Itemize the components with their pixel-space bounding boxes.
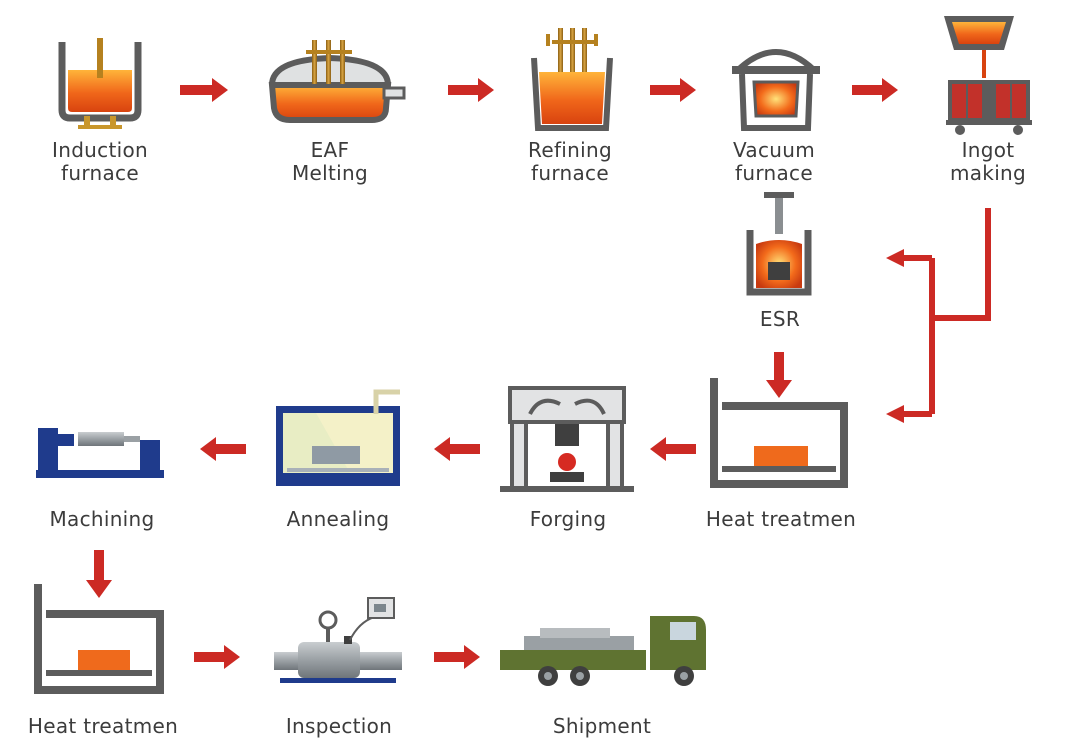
label-heat-treatment-1: Heat treatmen bbox=[696, 508, 866, 531]
annealing-tank-icon bbox=[276, 389, 400, 486]
label-refining-furnace: Refining furnace bbox=[510, 139, 630, 185]
refining-furnace-icon bbox=[531, 28, 613, 131]
label-forging: Forging bbox=[506, 508, 630, 531]
label-line: Machining bbox=[49, 507, 155, 531]
flow-arrow bbox=[766, 352, 792, 398]
ingot-mold-icon bbox=[944, 16, 1032, 135]
flow-arrow bbox=[886, 249, 904, 267]
label-line: Vacuum bbox=[732, 138, 815, 162]
label-line: Inspection bbox=[285, 714, 393, 738]
label-vacuum-furnace: Vacuum furnace bbox=[714, 139, 834, 185]
eaf-furnace-icon bbox=[268, 40, 406, 123]
flow-arrow bbox=[434, 645, 480, 669]
label-line: Shipment bbox=[552, 714, 652, 738]
label-line: Forging bbox=[529, 507, 607, 531]
label-line: Melting bbox=[292, 161, 368, 185]
label-heat-treatment-2: Heat treatmen bbox=[14, 715, 192, 738]
label-ingot-making: Ingot making bbox=[928, 139, 1048, 185]
label-line: making bbox=[949, 161, 1027, 185]
label-line: Annealing bbox=[286, 507, 390, 531]
label-line: Ingot bbox=[961, 138, 1015, 162]
label-esr: ESR bbox=[740, 308, 820, 331]
lathe-icon bbox=[36, 428, 164, 478]
label-shipment: Shipment bbox=[540, 715, 664, 738]
flow-arrow bbox=[194, 645, 240, 669]
flow-arrow bbox=[886, 405, 904, 423]
flow-arrow bbox=[448, 78, 494, 102]
label-line: ESR bbox=[759, 307, 801, 331]
inspection-gauge-icon bbox=[274, 597, 402, 683]
label-line: Heat treatmen bbox=[705, 507, 857, 531]
label-machining: Machining bbox=[36, 508, 168, 531]
label-induction-furnace: Induction furnace bbox=[38, 139, 162, 185]
label-line: Induction bbox=[52, 138, 148, 162]
vacuum-furnace-icon bbox=[732, 49, 820, 131]
induction-furnace-icon bbox=[58, 38, 142, 129]
bracket-connector bbox=[902, 208, 991, 417]
label-line: Refining bbox=[528, 138, 612, 162]
label-line: furnace bbox=[735, 161, 813, 185]
flow-arrow bbox=[434, 437, 480, 461]
flow-arrow bbox=[650, 78, 696, 102]
label-line: Heat treatmen bbox=[27, 714, 179, 738]
label-line: EAF bbox=[310, 138, 350, 162]
label-eaf-melting: EAF Melting bbox=[270, 139, 390, 185]
forging-press-icon bbox=[500, 386, 634, 492]
flow-arrow bbox=[200, 437, 246, 461]
label-line: furnace bbox=[61, 161, 139, 185]
label-annealing: Annealing bbox=[272, 508, 404, 531]
esr-icon bbox=[746, 192, 812, 296]
flow-arrow bbox=[86, 550, 112, 598]
flow-arrow bbox=[852, 78, 898, 102]
flow-arrow bbox=[650, 437, 696, 461]
label-line: furnace bbox=[531, 161, 609, 185]
label-inspection: Inspection bbox=[272, 715, 406, 738]
truck-icon bbox=[500, 616, 706, 686]
heat-treatment-oven-icon bbox=[710, 378, 848, 488]
flow-arrow bbox=[180, 78, 228, 102]
heat-treatment-oven-icon bbox=[34, 584, 164, 694]
